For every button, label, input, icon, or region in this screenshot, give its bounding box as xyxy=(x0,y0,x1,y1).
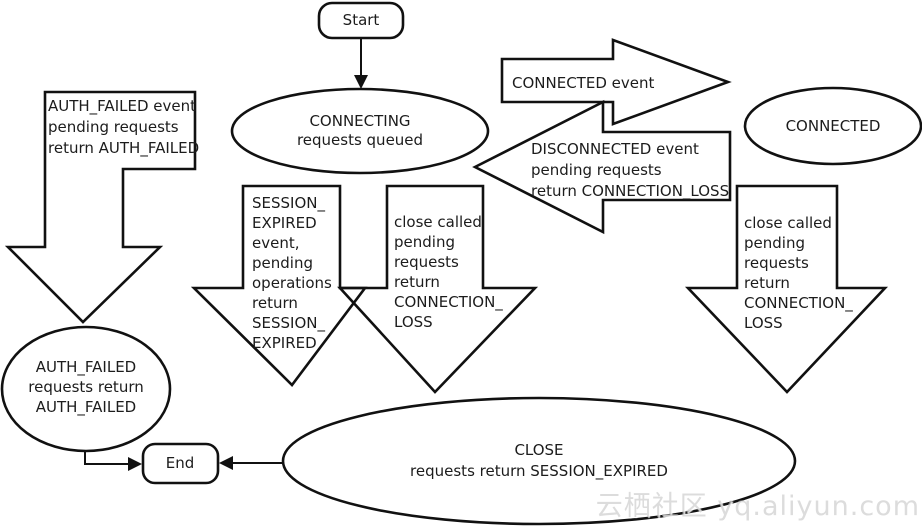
start-label: Start xyxy=(342,11,380,29)
session-expired-event-label: SESSION_ EXPIRED event, pending operatio… xyxy=(252,194,332,352)
close-called-right-arrow xyxy=(684,184,889,394)
auth-failed-event-label: AUTH_FAILED event pending requests retur… xyxy=(48,97,200,157)
connecting-state-label: CONNECTING requests queued xyxy=(296,112,424,149)
disconnected-event-label: DISCONNECTED event pending requests retu… xyxy=(531,140,730,200)
start-to-connecting-arrowhead xyxy=(354,75,368,89)
end-label: End xyxy=(165,454,195,472)
auth-failed-state-label: AUTH_FAILED requests return AUTH_FAILED xyxy=(28,358,144,416)
session-expired-event-arrow xyxy=(190,184,368,387)
connected-event-arrow xyxy=(500,38,732,126)
close-called-left-arrow xyxy=(337,184,539,394)
authfailed-to-end-connector xyxy=(84,451,128,465)
watermark: 云栖社区 yq.aliyun.com xyxy=(595,491,920,522)
connected-event-label: CONNECTED event xyxy=(512,74,655,92)
close-called-right-label: close called pending requests return CON… xyxy=(744,214,853,332)
disconnected-event-arrow xyxy=(472,99,732,235)
connected-state-label: CONNECTED xyxy=(785,117,881,135)
close-state-label: CLOSE requests return SESSION_EXPIRED xyxy=(410,441,668,480)
close-state-ellipse xyxy=(281,396,797,526)
authfailed-to-end-arrowhead xyxy=(128,457,142,471)
connecting-state-ellipse xyxy=(230,87,490,175)
connected-state-ellipse xyxy=(743,86,922,166)
close-to-end-arrowhead xyxy=(219,456,233,470)
end-terminal xyxy=(141,442,220,485)
close-called-left-label: close called pending requests return CON… xyxy=(394,213,503,331)
auth-failed-event-arrow xyxy=(4,90,197,324)
